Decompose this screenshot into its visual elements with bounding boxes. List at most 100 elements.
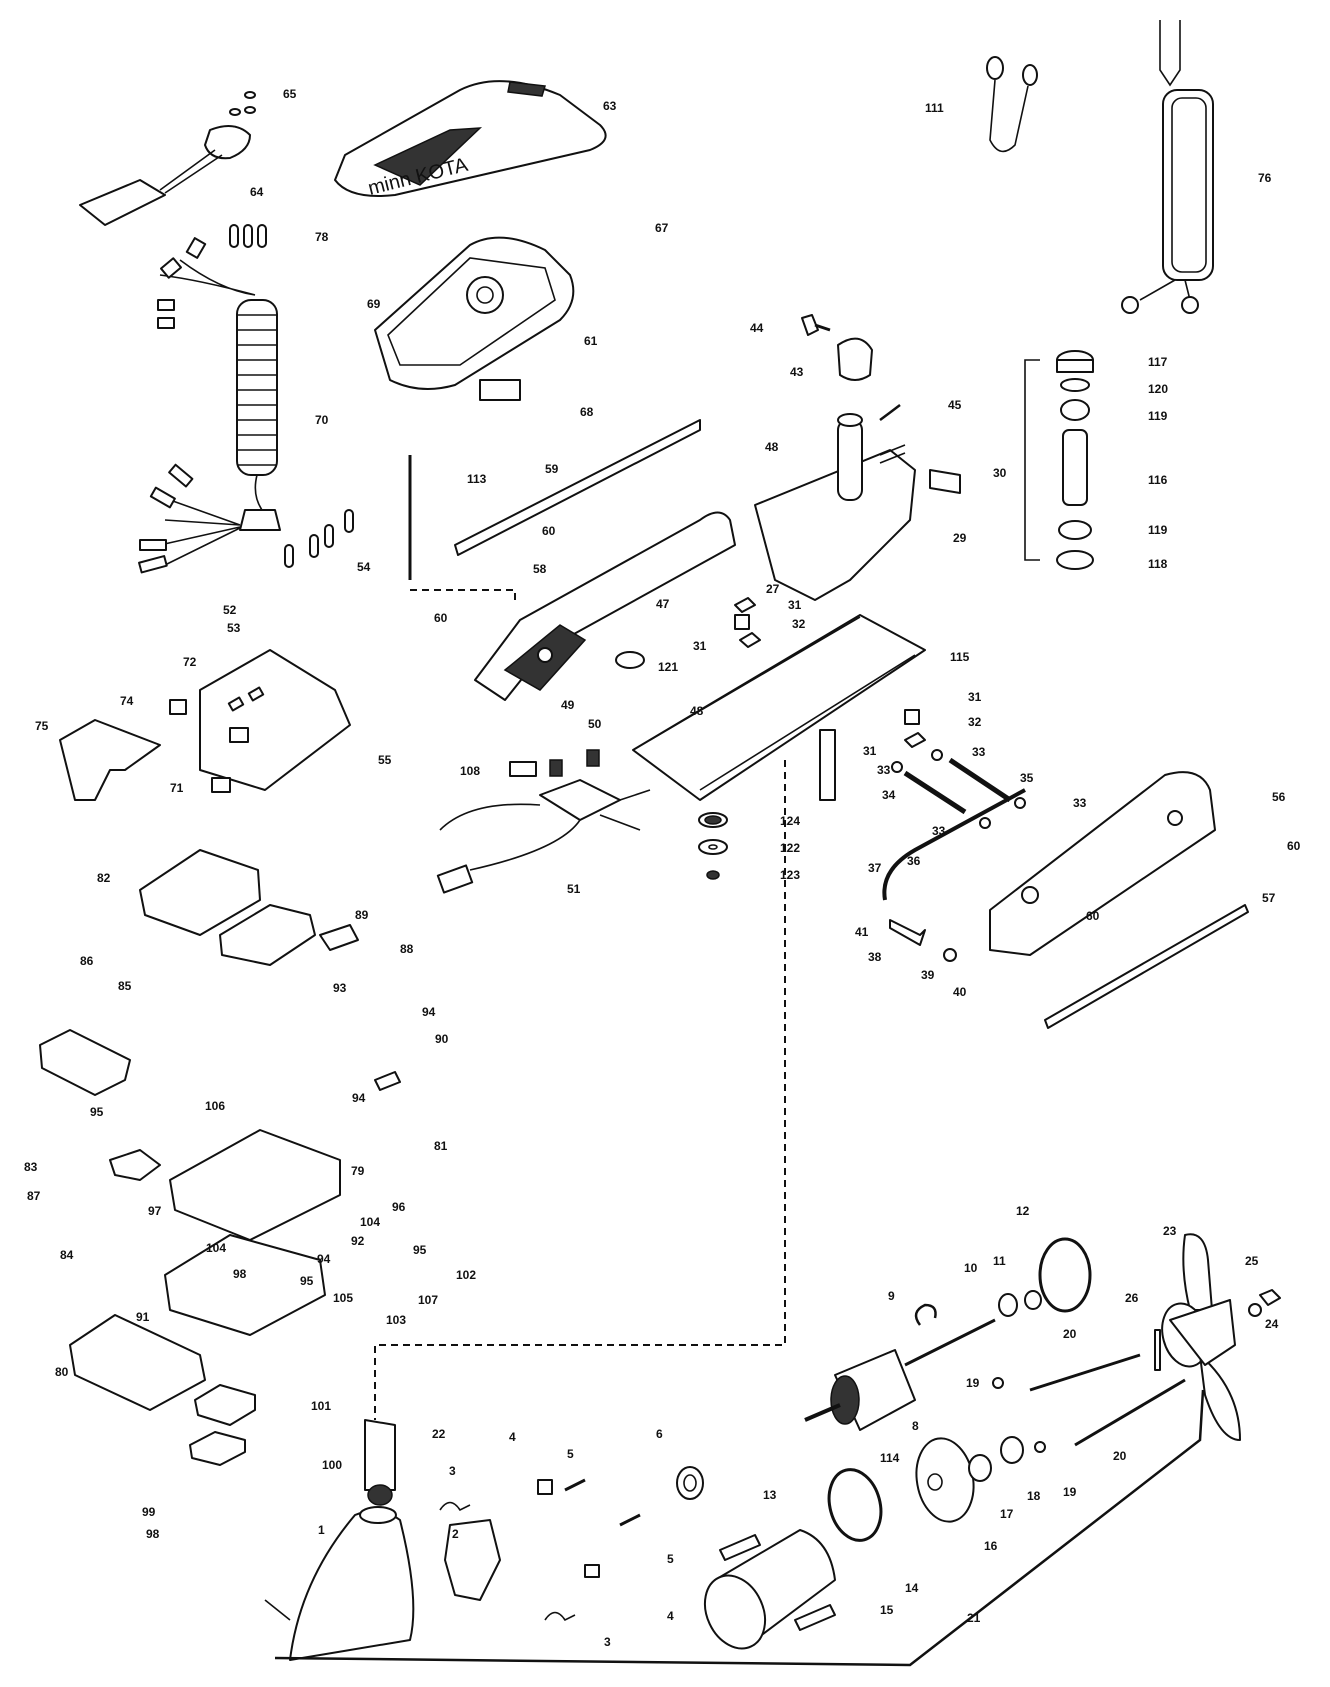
callout-84: 84 xyxy=(60,1248,74,1262)
callout-51: 51 xyxy=(567,882,581,896)
callout-11: 11 xyxy=(993,1254,1006,1268)
callout-25: 25 xyxy=(1245,1254,1259,1268)
washer-24-part xyxy=(1248,1303,1262,1317)
clamp-knob-part xyxy=(801,314,873,381)
callout-106: 106 xyxy=(205,1099,226,1113)
callout-89: 89 xyxy=(355,908,369,922)
callout-49: 49 xyxy=(561,698,575,712)
callout-118: 118 xyxy=(1148,557,1168,571)
armature-part xyxy=(804,1318,996,1431)
callout-48a: 48 xyxy=(765,440,779,454)
callout-31a: 31 xyxy=(788,598,802,612)
bearing-part xyxy=(676,1466,704,1500)
callout-19b: 19 xyxy=(1063,1485,1077,1499)
callout-60c: 60 xyxy=(1287,839,1301,853)
callout-20a: 20 xyxy=(1063,1327,1077,1341)
callout-96: 96 xyxy=(392,1200,406,1214)
callout-8: 8 xyxy=(912,1419,919,1433)
callout-33d: 33 xyxy=(932,824,946,838)
spring-3a-part xyxy=(439,1501,471,1512)
brush-4b-part xyxy=(584,1564,600,1578)
pedal-base-plate-part xyxy=(169,1129,341,1241)
callout-124: 124 xyxy=(780,814,801,828)
callout-23: 23 xyxy=(1163,1224,1177,1238)
screw-5b-part xyxy=(619,1513,641,1527)
callout-32b: 32 xyxy=(968,715,982,729)
callout-33c: 33 xyxy=(1073,796,1087,810)
bushing-17-part xyxy=(968,1454,992,1482)
callout-76: 76 xyxy=(1258,171,1272,185)
callout-10: 10 xyxy=(964,1261,978,1275)
callout-48b: 48 xyxy=(690,704,704,718)
callout-114: 114 xyxy=(880,1451,900,1465)
callout-104a: 104 xyxy=(360,1215,381,1229)
callout-108: 108 xyxy=(460,764,481,778)
foot-pedal-parts xyxy=(139,849,359,966)
callout-83: 83 xyxy=(24,1160,38,1174)
cable-111-part xyxy=(986,56,1038,153)
o-ring-14-part xyxy=(827,1468,883,1542)
strip-59-part xyxy=(454,419,701,556)
callout-37: 37 xyxy=(868,861,882,875)
callout-16: 16 xyxy=(984,1539,998,1553)
callout-75: 75 xyxy=(35,719,49,733)
callout-60a: 60 xyxy=(542,524,556,538)
callout-85: 85 xyxy=(118,979,132,993)
callout-29: 29 xyxy=(953,531,967,545)
callout-94c: 94 xyxy=(317,1252,331,1266)
side-plate-part xyxy=(989,771,1216,956)
callout-65: 65 xyxy=(283,87,297,101)
callout-116: 116 xyxy=(1148,473,1168,487)
callout-63: 63 xyxy=(603,99,617,113)
callout-104b: 104 xyxy=(206,1241,227,1255)
callout-122: 122 xyxy=(780,841,801,855)
callout-14: 14 xyxy=(905,1581,919,1595)
small-nut-parts xyxy=(229,91,256,116)
callout-90: 90 xyxy=(435,1032,449,1046)
callout-93: 93 xyxy=(333,981,347,995)
callout-105: 105 xyxy=(333,1291,354,1305)
callout-21: 21 xyxy=(967,1611,981,1625)
callout-115: 115 xyxy=(950,650,970,664)
brush-4a-part xyxy=(537,1479,553,1495)
callout-95c: 95 xyxy=(300,1274,314,1288)
decal-75-part xyxy=(59,719,161,801)
callout-5b: 5 xyxy=(667,1552,674,1566)
callout-41: 41 xyxy=(855,925,869,939)
spring-3b-part xyxy=(544,1611,576,1622)
callout-117: 117 xyxy=(1148,355,1168,369)
callout-100: 100 xyxy=(322,1458,343,1472)
gasket-99-part xyxy=(189,1431,246,1466)
callout-67: 67 xyxy=(655,221,669,235)
callout-38: 38 xyxy=(868,950,882,964)
callout-31c: 31 xyxy=(968,690,982,704)
callout-92: 92 xyxy=(351,1234,365,1248)
bushing-18-part xyxy=(1000,1436,1024,1464)
washer-19b-part xyxy=(1034,1441,1046,1453)
heel-rest-part xyxy=(39,1029,131,1096)
callout-107: 107 xyxy=(418,1293,439,1307)
rod-part xyxy=(408,455,516,600)
callout-119a: 119 xyxy=(1148,409,1168,423)
through-bolt-a xyxy=(1029,1353,1141,1392)
callout-86: 86 xyxy=(80,954,94,968)
callout-44: 44 xyxy=(750,321,764,335)
callout-22: 22 xyxy=(432,1427,446,1441)
bottom-plate-part xyxy=(164,1234,326,1336)
clip-part xyxy=(914,1303,937,1326)
washer-10-part xyxy=(998,1293,1018,1317)
callout-95a: 95 xyxy=(90,1105,104,1119)
callout-33b: 33 xyxy=(877,763,891,777)
callout-111: 111 xyxy=(925,101,944,115)
callout-31d: 31 xyxy=(863,744,877,758)
callout-97: 97 xyxy=(148,1204,162,1218)
strip-57-part xyxy=(1044,904,1249,1029)
callout-18: 18 xyxy=(1027,1489,1041,1503)
callout-20b: 20 xyxy=(1113,1449,1127,1463)
callout-113: 113 xyxy=(467,472,487,486)
callout-70: 70 xyxy=(315,413,329,427)
end-bell-part xyxy=(915,1437,975,1523)
pin-45-part xyxy=(879,404,901,421)
callout-60b: 60 xyxy=(434,611,448,625)
